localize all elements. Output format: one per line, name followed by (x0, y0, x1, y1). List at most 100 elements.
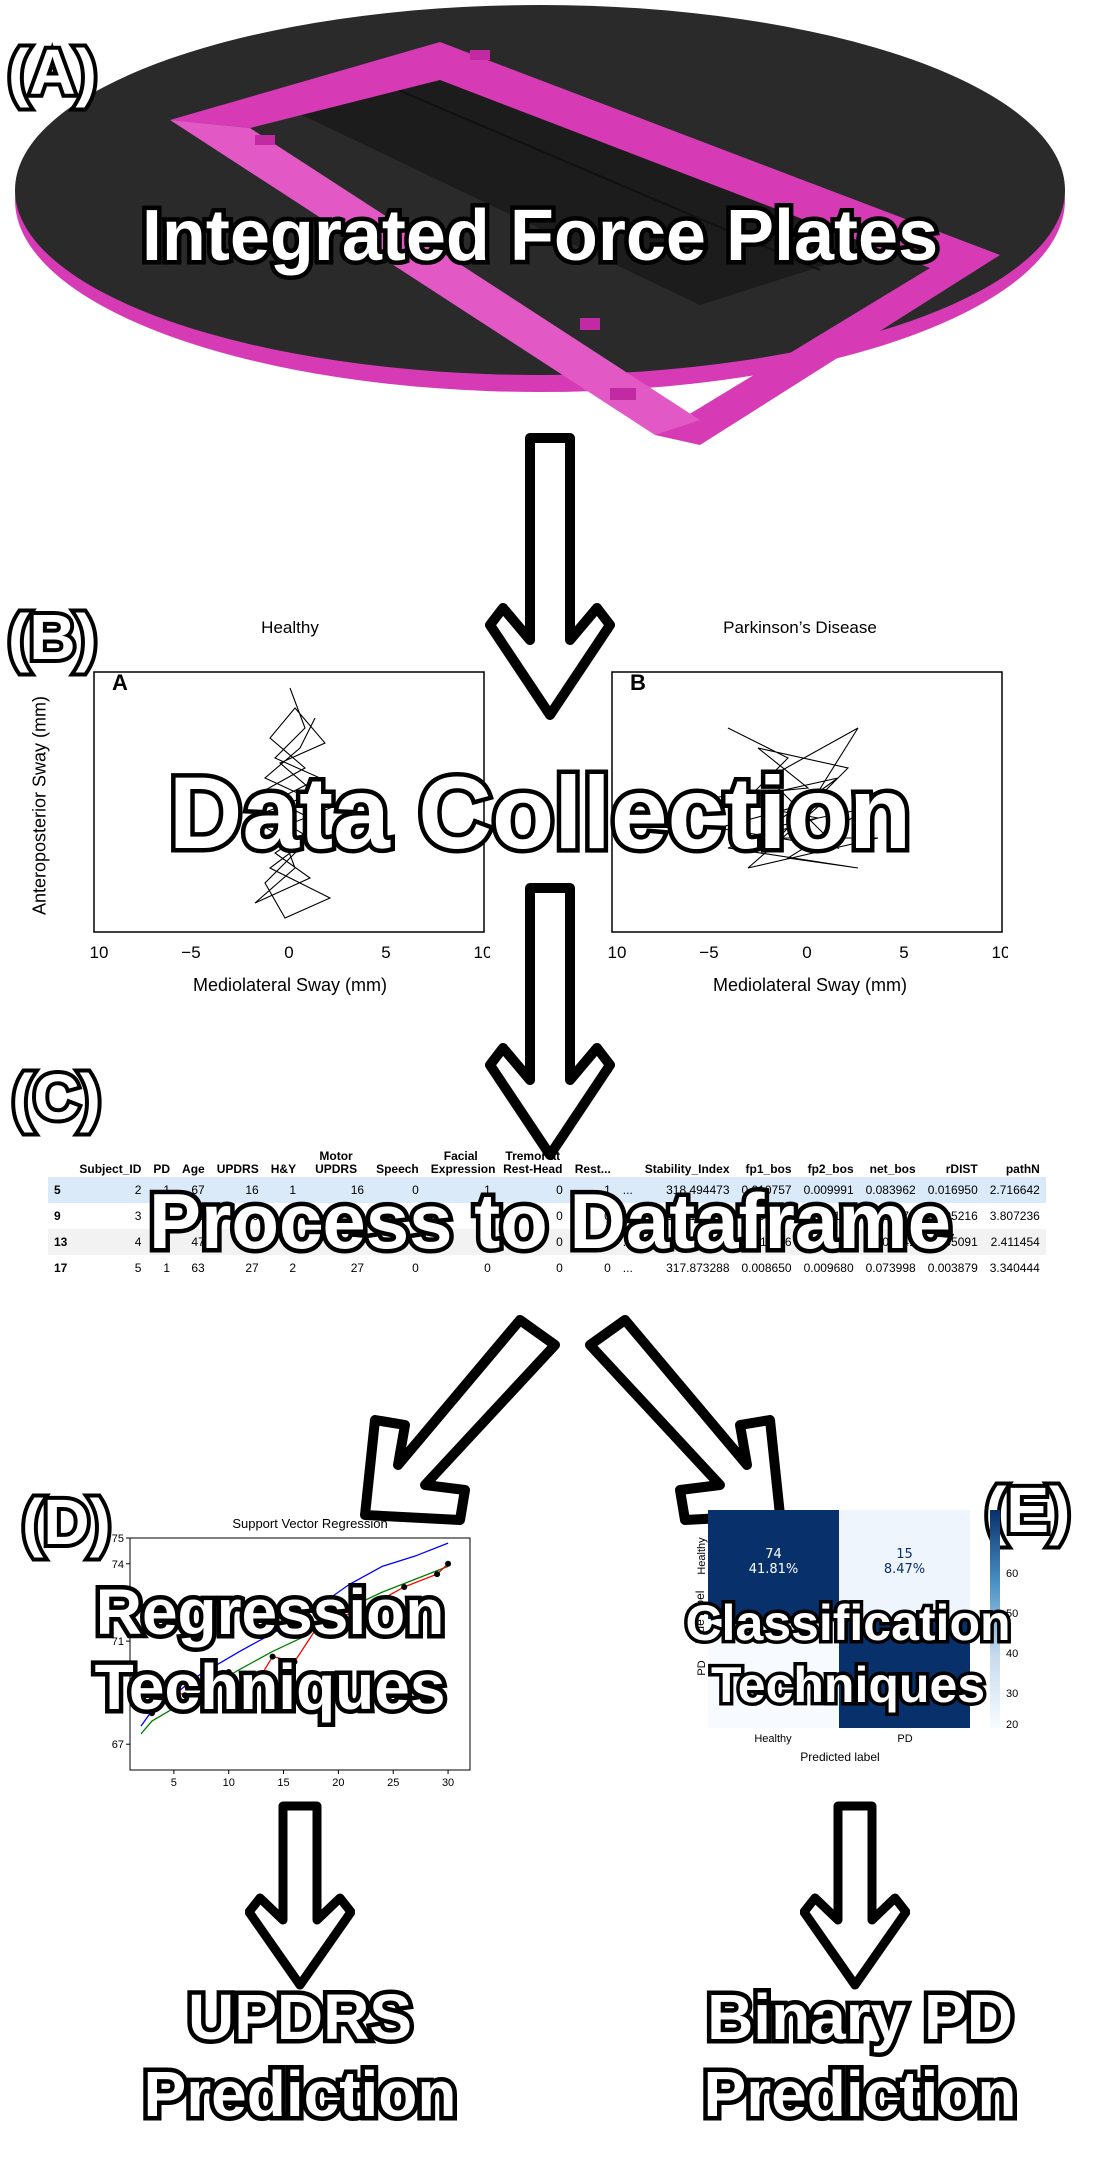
x-tick-label: 5 (171, 1777, 177, 1789)
table-cell: 47 (176, 1229, 211, 1256)
table-cell: 17 (54, 1261, 68, 1276)
svr-data-point (335, 1614, 342, 1621)
table-cell: 2.716642 (983, 1177, 1046, 1204)
table-cell: 63 (191, 1261, 205, 1276)
arrow-down-icon (485, 883, 615, 1160)
table-cell: 0.105641 (859, 1229, 922, 1256)
sway-plot-pd-title: Parkinson’s Disease (723, 618, 877, 637)
xtick: 10 (992, 943, 1008, 958)
table-cell: 0 (412, 1261, 419, 1276)
table-cell: 0.008650 (741, 1261, 792, 1276)
df-column-header: rDIST (945, 1161, 978, 1176)
table-cell: 0 (484, 1261, 491, 1276)
xtick: −5 (181, 943, 200, 958)
df-column-header: Subject_ID (79, 1161, 142, 1176)
arrow-down-left-icon (360, 1315, 560, 1525)
table-cell: 1 (147, 1229, 177, 1256)
step-regression-2: Techniques (90, 1651, 450, 1724)
svr-data-point (247, 1689, 254, 1696)
svr-data-point (368, 1602, 375, 1609)
xtick: 10 (474, 943, 490, 958)
table-cell: 0 (484, 1209, 491, 1224)
table-cell: 0 (556, 1261, 563, 1276)
arrow-down-icon (245, 1801, 355, 1990)
table-cell: 0.005216 (927, 1209, 978, 1224)
svr-data-point (291, 1658, 298, 1665)
table-cell: 0.005091 (921, 1229, 984, 1256)
df-column-header: Tremor at Rest-Head (503, 1149, 563, 1176)
table-cell: 0 (370, 1177, 425, 1204)
svr-data-point (159, 1684, 166, 1691)
svr-data-point (181, 1692, 188, 1699)
df-column-header: UPDRS (216, 1161, 259, 1176)
table-cell: 0 (289, 1209, 297, 1224)
xtick: 0 (802, 943, 811, 958)
svr-chart-title: Support Vector Regression (232, 1516, 388, 1531)
xtick: 5 (381, 943, 390, 958)
sway-xlabel-left: Mediolateral Sway (mm) (192, 975, 388, 995)
cm-xtick-pd: PD (897, 1733, 913, 1745)
table-cell: 5 (48, 1177, 74, 1204)
cm-cell-00 (708, 1510, 839, 1619)
svr-series-line-2 (140, 1563, 449, 1715)
table-cell: 1 (147, 1177, 177, 1204)
df-column-header: fp1_bos (745, 1161, 792, 1176)
table-cell: 0.066170 (865, 1209, 916, 1224)
table-cell: 0.083962 (859, 1177, 922, 1204)
cm-xlabel: Predicted label (800, 1750, 880, 1764)
svr-data-point (445, 1560, 452, 1567)
table-cell: 30 (302, 1229, 371, 1256)
svr-data-point (313, 1625, 320, 1632)
x-tick-label: 20 (332, 1777, 344, 1789)
xtick: −10 (90, 943, 108, 958)
table-cell: ... (616, 1177, 639, 1204)
table-cell: 3.340444 (989, 1261, 1040, 1276)
step-regression-1: Regression (91, 1576, 449, 1649)
table-cell: 4 (73, 1229, 148, 1256)
step-classification-1: Classification (682, 1595, 1014, 1652)
df-column-header (617, 1148, 639, 1177)
table-cell: 2.411454 (983, 1229, 1046, 1256)
table-cell: 67 (176, 1177, 211, 1204)
table-cell: 0.011196 (735, 1229, 798, 1256)
xtick: −5 (699, 943, 718, 958)
table-cell: 16 (302, 1177, 371, 1204)
svr-data-point (401, 1583, 408, 1590)
table-cell: 0.073998 (865, 1261, 916, 1276)
x-tick-label: 25 (387, 1777, 399, 1789)
table-cell: ... (622, 1261, 633, 1276)
xtick: 0 (284, 943, 293, 958)
table-cell: 317.873288 (666, 1261, 730, 1276)
svr-series-line-1 (140, 1565, 449, 1735)
svr-data-point (148, 1710, 155, 1717)
result-updrs-1: UPDRS (183, 1981, 416, 2054)
xtick: −10 (608, 943, 626, 958)
y-tick-label: 75 (112, 1533, 124, 1545)
table-cell: 0 (604, 1209, 611, 1224)
table-cell: 2 (73, 1177, 148, 1204)
table-cell: 3.807236 (989, 1209, 1040, 1224)
svr-plot-area (129, 1537, 471, 1771)
table-cell: 0 (357, 1209, 365, 1224)
table-cell: ... (622, 1209, 633, 1224)
svr-data-point (137, 1689, 144, 1696)
table-cell: 1 (163, 1261, 171, 1276)
table-cell: 0 (496, 1177, 569, 1204)
df-column-header: Motor UPDRS (315, 1149, 358, 1176)
table-cell: 1 (264, 1229, 303, 1256)
y-tick-label: 67 (112, 1739, 124, 1751)
step-process-to-dataframe: Process to Dataframe (144, 1177, 955, 1265)
table-cell: 27 (350, 1261, 365, 1276)
table-cell: 13 (48, 1229, 74, 1256)
svr-data-point (203, 1681, 210, 1688)
df-column-header: PD (153, 1161, 171, 1176)
